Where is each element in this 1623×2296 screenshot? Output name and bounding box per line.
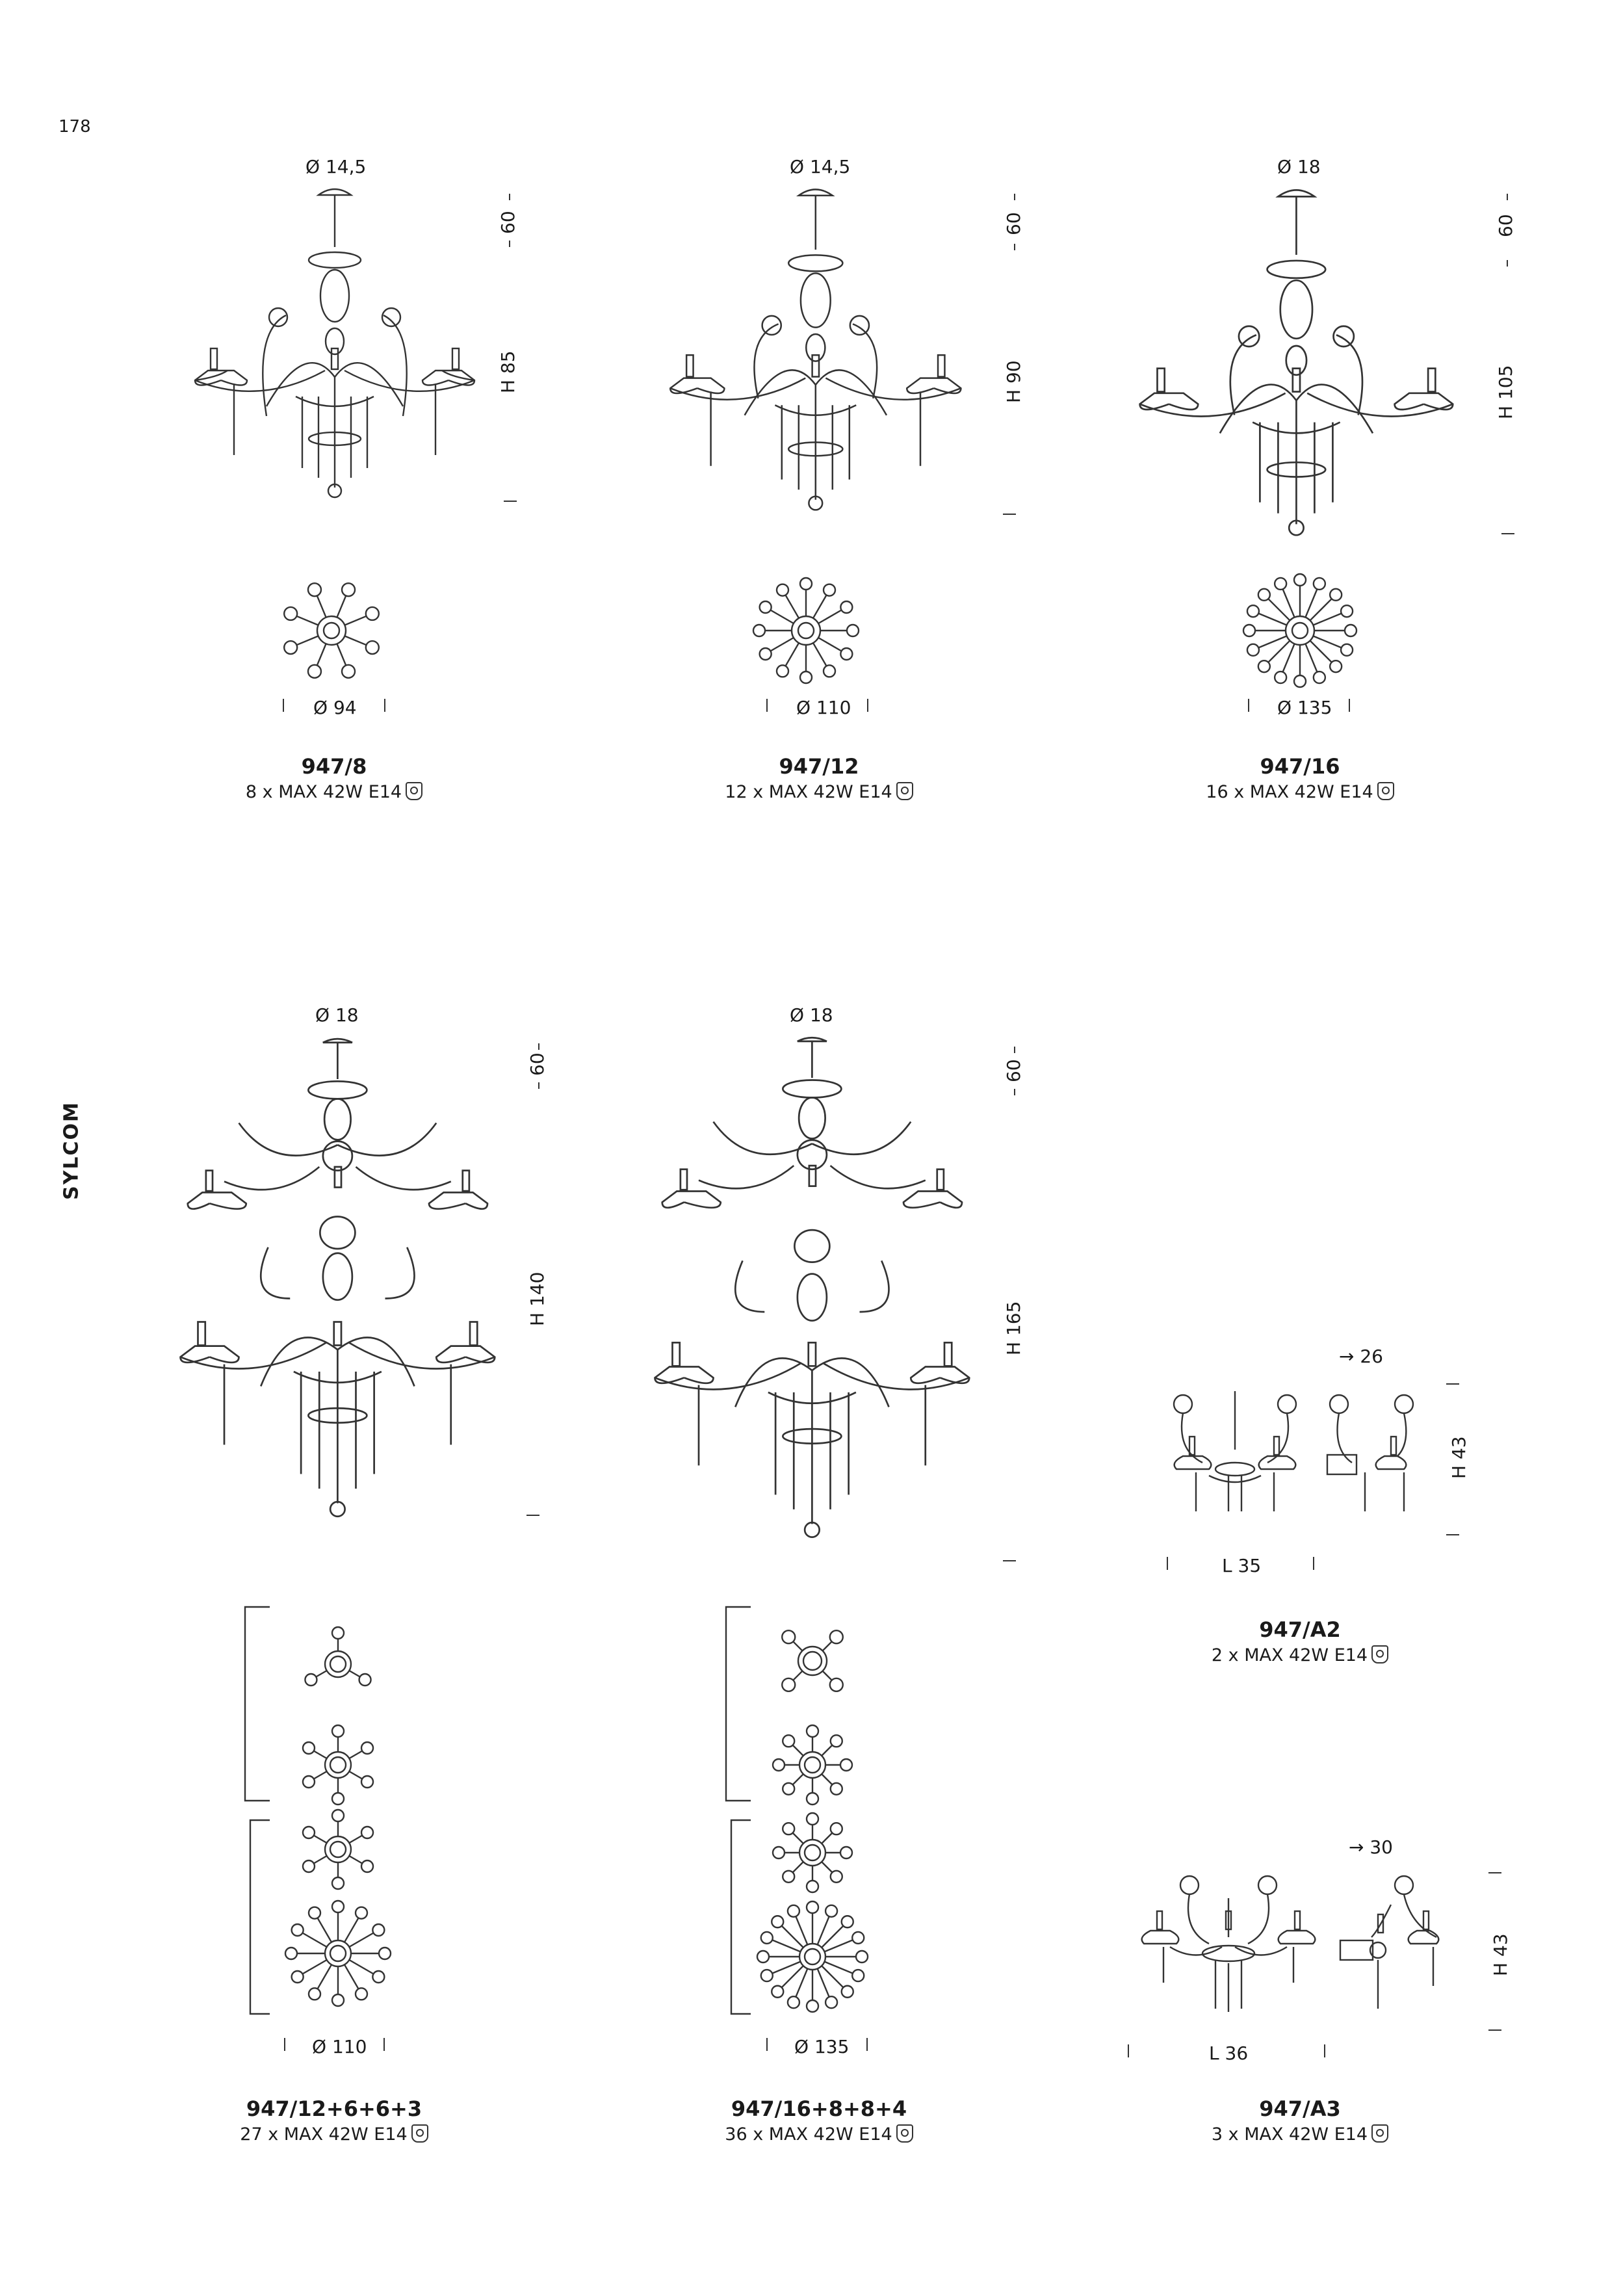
tier-bracket-drawing bbox=[725, 1606, 751, 2015]
wall-lamp-side-drawing bbox=[1339, 1875, 1440, 2009]
height-label: H 43 bbox=[1448, 1436, 1470, 1479]
chain-length: 60 bbox=[497, 211, 519, 234]
product-spec: 2 x MAX 42W E14 bbox=[1137, 1645, 1462, 1665]
height-label: H 90 bbox=[1003, 360, 1024, 403]
width-label: Ø 94 bbox=[313, 697, 357, 718]
width-label: Ø 135 bbox=[1277, 697, 1332, 718]
product-code: 947/A3 bbox=[1259, 2096, 1341, 2121]
certification-mark-icon bbox=[1371, 1645, 1389, 1663]
top-diameter: Ø 14,5 bbox=[790, 156, 851, 177]
height-label: H 165 bbox=[1003, 1301, 1024, 1355]
width-label: Ø 110 bbox=[796, 697, 851, 718]
wall-lamp-side-drawing bbox=[1326, 1394, 1414, 1511]
product-spec: 3 x MAX 42W E14 bbox=[1137, 2124, 1462, 2145]
width-label: Ø 110 bbox=[312, 2036, 367, 2057]
height-label: H 105 bbox=[1495, 365, 1516, 419]
chain-length: 60 bbox=[526, 1052, 548, 1076]
top-diameter: Ø 14,5 bbox=[305, 156, 367, 177]
depth-label: → 26 bbox=[1339, 1346, 1383, 1367]
chandelier-drawing bbox=[1139, 189, 1454, 536]
brand-text: SYLCOM bbox=[60, 1101, 83, 1200]
product-code: 947/16 bbox=[1260, 754, 1340, 779]
product-code: 947/A2 bbox=[1259, 1617, 1341, 1642]
height-label: H 140 bbox=[526, 1272, 548, 1326]
chandelier-drawing bbox=[669, 189, 962, 511]
certification-mark-icon bbox=[896, 2124, 913, 2143]
product-spec: 36 x MAX 42W E14 bbox=[656, 2124, 981, 2145]
top-view-drawing bbox=[752, 577, 860, 685]
product-spec: 8 x MAX 42W E14 bbox=[172, 782, 497, 802]
width-label: Ø 135 bbox=[794, 2036, 850, 2057]
product-code: 947/8 bbox=[301, 754, 367, 779]
top-diameter: Ø 18 bbox=[1277, 156, 1321, 177]
certification-mark-icon bbox=[411, 2124, 428, 2143]
top-view-drawing bbox=[1242, 573, 1358, 688]
tier-top-views-drawing bbox=[284, 1626, 392, 2007]
wall-lamp-front-drawing bbox=[1141, 1875, 1316, 2012]
chain-length: 60 bbox=[1495, 214, 1516, 237]
product-spec: 27 x MAX 42W E14 bbox=[172, 2124, 497, 2145]
tier-bracket-drawing bbox=[244, 1606, 270, 2015]
chandelier-drawing bbox=[654, 1036, 970, 1538]
product-code: 947/12 bbox=[779, 754, 859, 779]
chain-length: 60 bbox=[1003, 212, 1024, 235]
width-label: L 35 bbox=[1222, 1555, 1262, 1576]
tier-top-views-drawing bbox=[756, 1630, 869, 2013]
certification-mark-icon bbox=[1377, 782, 1394, 800]
height-label: H 43 bbox=[1490, 1933, 1511, 1976]
product-code: 947/12+6+6+3 bbox=[246, 2096, 422, 2121]
page-number: 178 bbox=[58, 117, 91, 137]
product-code: 947/16+8+8+4 bbox=[731, 2096, 907, 2121]
certification-mark-icon bbox=[1371, 2124, 1389, 2143]
chandelier-drawing bbox=[194, 188, 476, 499]
certification-mark-icon bbox=[896, 782, 913, 800]
product-spec: 12 x MAX 42W E14 bbox=[656, 782, 981, 802]
chain-length: 60 bbox=[1003, 1059, 1024, 1082]
wall-lamp-front-drawing bbox=[1173, 1391, 1297, 1511]
width-label: L 36 bbox=[1209, 2042, 1249, 2064]
chandelier-drawing bbox=[179, 1037, 496, 1518]
top-diameter: Ø 18 bbox=[315, 1004, 359, 1026]
product-spec: 16 x MAX 42W E14 bbox=[1137, 782, 1462, 802]
top-diameter: Ø 18 bbox=[790, 1004, 833, 1026]
height-label: H 85 bbox=[497, 350, 519, 393]
top-view-drawing bbox=[283, 582, 380, 679]
certification-mark-icon bbox=[406, 782, 423, 800]
depth-label: → 30 bbox=[1349, 1836, 1393, 1858]
brand-label: SYLCOM bbox=[39, 1101, 104, 1200]
